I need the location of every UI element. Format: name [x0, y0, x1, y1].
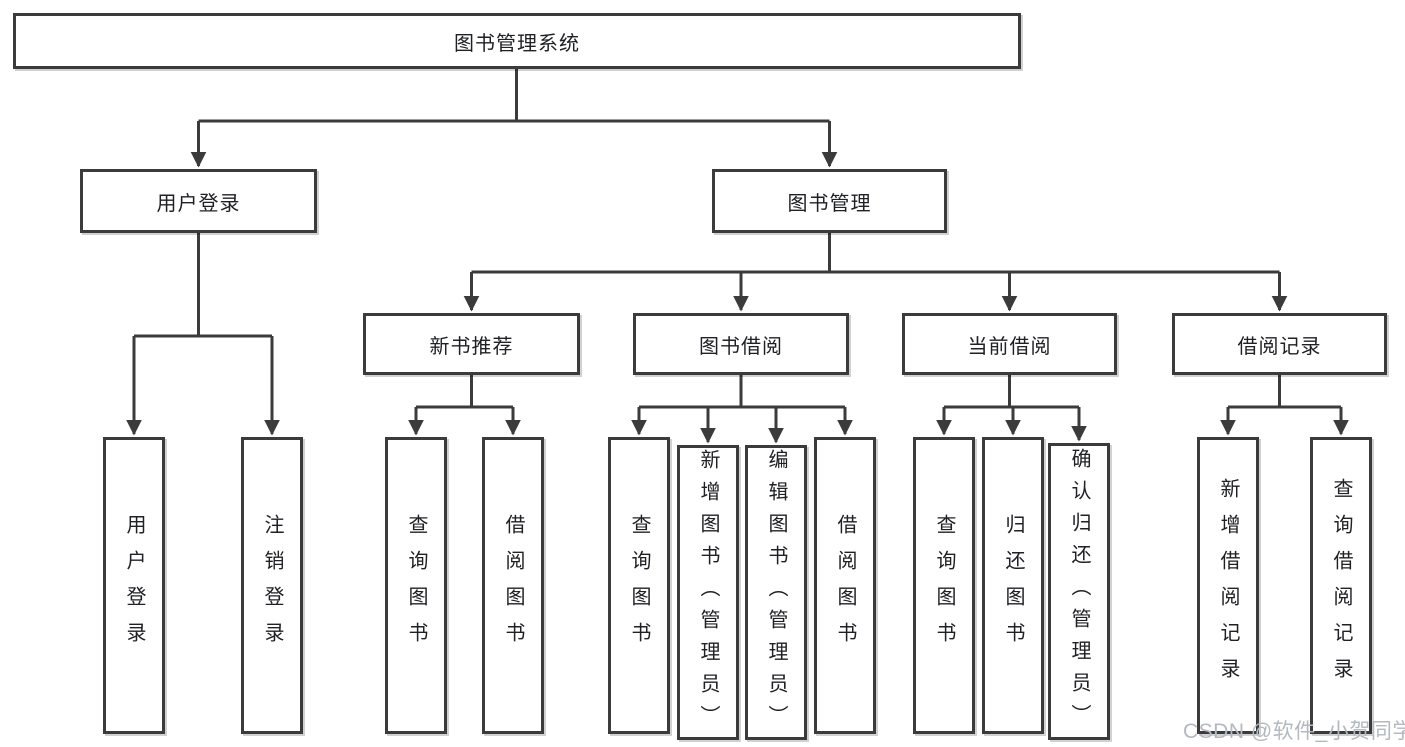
leaf-logout-label: 注销登录 — [261, 513, 283, 658]
leaf-query-borrow-record-label: 查询借阅记录 — [1330, 477, 1352, 694]
node-book-management: 图书管理 — [712, 169, 947, 233]
node-current-borrow: 当前借阅 — [902, 313, 1117, 375]
leaf-edit-book-admin: 编辑图书（管理员） — [745, 445, 807, 740]
node-book-borrow-label: 图书借阅 — [699, 335, 783, 358]
csdn-watermark: CSDN @软件_小贺同学 — [1183, 720, 1405, 743]
leaf-user-login: 用户登录 — [103, 437, 165, 734]
leaf-query-books-borrow: 查询图书 — [608, 437, 670, 734]
node-user-login: 用户登录 — [80, 169, 317, 233]
leaf-edit-book-admin-label: 编辑图书（管理员） — [765, 448, 787, 737]
leaf-borrow-books-label: 借阅图书 — [834, 513, 856, 658]
leaf-add-borrow-record-label: 新增借阅记录 — [1217, 477, 1239, 694]
connector-borrow-records — [1220, 375, 1349, 436]
leaf-user-login-label: 用户登录 — [123, 513, 145, 658]
leaf-borrow-books: 借阅图书 — [814, 437, 876, 734]
leaf-add-book-admin: 新增图书（管理员） — [677, 445, 739, 740]
connector-current-borrow — [936, 375, 1087, 442]
leaf-return-books: 归还图书 — [982, 437, 1044, 734]
leaf-confirm-return-admin-label: 确认归还（管理员） — [1068, 447, 1090, 736]
leaf-query-books-current-label: 查询图书 — [933, 513, 955, 658]
leaf-borrow-books-recommend: 借阅图书 — [482, 437, 544, 734]
node-root-label: 图书管理系统 — [454, 32, 580, 55]
leaf-confirm-return-admin: 确认归还（管理员） — [1048, 443, 1110, 740]
connector-book-management — [463, 233, 1288, 312]
connector-book-borrow — [631, 375, 853, 444]
node-borrow-records: 借阅记录 — [1172, 313, 1387, 375]
node-borrow-records-label: 借阅记录 — [1237, 335, 1322, 358]
connector-new-book-recommend — [408, 375, 521, 436]
leaf-query-books-recommend-label: 查询图书 — [405, 513, 427, 658]
leaf-logout: 注销登录 — [241, 437, 303, 734]
leaf-return-books-label: 归还图书 — [1002, 513, 1024, 658]
node-book-management-label: 图书管理 — [787, 192, 872, 215]
leaf-query-books-current: 查询图书 — [913, 437, 975, 734]
leaf-query-borrow-record: 查询借阅记录 — [1310, 437, 1372, 734]
leaf-borrow-books-recommend-label: 借阅图书 — [502, 513, 524, 658]
node-user-login-label: 用户登录 — [156, 192, 241, 215]
leaf-add-borrow-record: 新增借阅记录 — [1197, 437, 1259, 734]
node-book-borrow: 图书借阅 — [633, 313, 849, 375]
connector-user-login — [126, 233, 280, 436]
node-current-borrow-label: 当前借阅 — [967, 335, 1052, 358]
leaf-query-books-borrow-label: 查询图书 — [628, 513, 650, 658]
connector-root — [190, 69, 838, 168]
node-new-book-recommend: 新书推荐 — [363, 313, 580, 375]
node-new-book-recommend-label: 新书推荐 — [429, 335, 514, 358]
leaf-query-books-recommend: 查询图书 — [385, 437, 447, 734]
leaf-add-book-admin-label: 新增图书（管理员） — [697, 448, 719, 737]
node-root: 图书管理系统 — [13, 13, 1021, 69]
